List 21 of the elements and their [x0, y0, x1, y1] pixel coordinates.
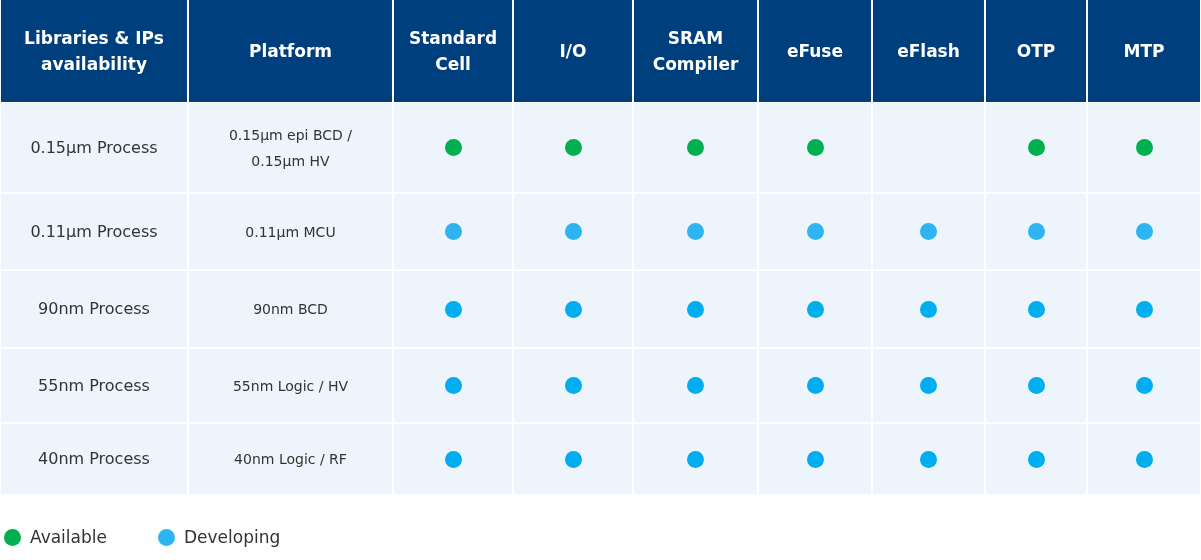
platform-text: 0.15μm epi BCD / 0.15μm HV — [227, 125, 354, 171]
column-header: Standard Cell — [407, 27, 499, 76]
column-header: Libraries & IPs availability — [23, 27, 165, 76]
row-header: 90nm Process — [38, 298, 150, 320]
column-header: eFlash — [897, 40, 960, 63]
platform-text: 90nm BCD — [253, 300, 328, 319]
row-header: 40nm Process — [38, 448, 150, 470]
platform-text: 0.11μm MCU — [245, 222, 336, 242]
column-header: OTP — [1016, 40, 1056, 63]
column-header: eFuse — [786, 40, 843, 63]
legend-label: Developing — [184, 527, 281, 547]
row-header: 0.11μm Process — [30, 220, 158, 243]
column-header: I/O — [559, 40, 587, 63]
column-header: MTP — [1123, 40, 1165, 63]
row-header: 0.15μm Process — [30, 136, 158, 159]
row-header: 55nm Process — [38, 374, 150, 397]
platform-text: 40nm Logic / RF — [234, 450, 347, 469]
legend-label: Available — [30, 527, 107, 547]
platform-text: 55nm Logic / HV — [232, 376, 349, 396]
column-header: Platform — [248, 40, 333, 63]
column-header: SRAM Compiler — [651, 27, 740, 76]
